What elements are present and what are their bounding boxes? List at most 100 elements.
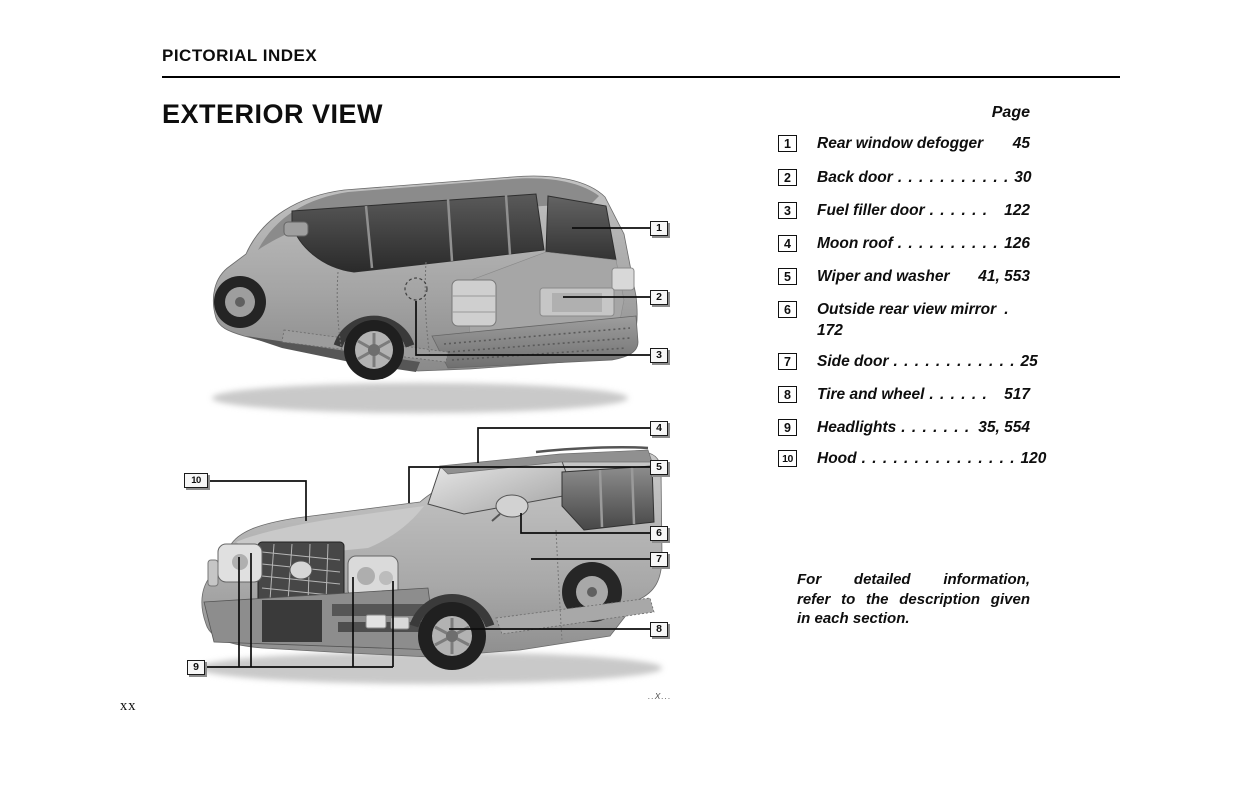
front-view-illustration xyxy=(198,427,663,684)
index-row-4: 4 Moon roof. . . . . . . . . . 126 xyxy=(778,235,1030,253)
window-pillars xyxy=(598,466,636,528)
index-page-number: 517 xyxy=(1004,386,1030,403)
note-line: in each section. xyxy=(797,610,910,627)
index-item-name: Rear window defogger xyxy=(817,135,984,152)
callout-4: 4 xyxy=(650,421,668,436)
index-number-badge: 4 xyxy=(778,235,797,252)
index-page-number: 41, 553 xyxy=(978,268,1030,285)
window-pillars xyxy=(364,194,512,269)
index-item-name: Wiper and washer xyxy=(817,268,950,285)
leader-4 xyxy=(477,427,650,463)
dot-leader: . xyxy=(1004,301,1009,318)
callout-5: 5 xyxy=(650,460,668,475)
index-page-number: 30 xyxy=(1014,169,1032,186)
leader-10 xyxy=(208,480,307,521)
index-row-3: 3 Fuel filler door. . . . . . 122 xyxy=(778,202,1030,220)
index-row-5: 5 Wiper and washer 41, 553 xyxy=(778,268,1030,286)
outside-mirror xyxy=(495,494,529,518)
index-page-number: 126 xyxy=(1004,235,1030,252)
index-item-name: Fuel filler door xyxy=(817,202,925,219)
index-row-1: 1 Rear window defogger 45 xyxy=(778,135,1030,153)
callout-3: 3 xyxy=(650,348,668,363)
index-row-8: 8 Tire and wheel. . . . . . 517 xyxy=(778,386,1030,404)
leader-3 xyxy=(415,301,650,356)
callout-1: 1 xyxy=(650,221,668,236)
note-line: refer to the description given xyxy=(797,590,1030,608)
dot-leader: . . . . . . . . . . xyxy=(897,235,999,252)
dot-leader: . . . . . . . . . . . xyxy=(897,169,1010,186)
index-item-name: Back door xyxy=(817,169,893,186)
index-item-name: Moon roof xyxy=(817,235,893,252)
side-windows xyxy=(561,465,655,531)
index-row-9: 9 Headlights. . . . . . . 35, 554 xyxy=(778,419,1030,437)
leader-lines-rear xyxy=(415,227,650,356)
index-number-badge: 10 xyxy=(778,450,797,467)
index-row-2: 2 Back door. . . . . . . . . . .30 xyxy=(778,169,1032,187)
index-row-7: 7 Side door. . . . . . . . . . . .25 xyxy=(778,353,1038,371)
leader-5 xyxy=(408,466,650,503)
index-number-badge: 7 xyxy=(778,353,797,370)
rear-wheel xyxy=(333,315,415,380)
note-line: For detailed information, xyxy=(797,571,1030,588)
dot-leader: . . . . . . xyxy=(929,386,988,403)
ground-shadow xyxy=(212,383,628,413)
ground-shadow xyxy=(198,652,662,684)
front-fascia xyxy=(207,541,399,603)
index-page-number: 120 xyxy=(1020,450,1047,467)
fog-lamp xyxy=(365,614,387,629)
index-number-badge: 3 xyxy=(778,202,797,219)
callout-6: 6 xyxy=(650,526,668,541)
index-number-badge: 1 xyxy=(778,135,797,152)
leader-lines-front xyxy=(205,427,650,668)
figure-code: ..X... xyxy=(648,691,672,701)
index-page-number: 35, 554 xyxy=(978,419,1030,436)
page-title: EXTERIOR VIEW xyxy=(162,99,384,129)
index-number-badge: 6 xyxy=(778,301,797,318)
callout-2: 2 xyxy=(650,290,668,305)
section-kicker: PICTORIAL INDEX xyxy=(162,46,318,65)
dot-leader: . . . . . . . xyxy=(901,419,971,436)
header-rule xyxy=(162,76,1120,78)
tail-light xyxy=(451,279,497,327)
side-mirror xyxy=(283,221,309,237)
front-wheel xyxy=(214,276,266,328)
index-row-6: 6 Outside rear view mirror. 172 xyxy=(778,301,1030,340)
emblem xyxy=(289,560,313,580)
index-page-number: 25 xyxy=(1020,353,1038,370)
dot-leader: . . . . . . xyxy=(929,202,989,219)
roof-rail xyxy=(535,445,649,454)
index-page-number: 45 xyxy=(1012,135,1030,152)
callout-8: 8 xyxy=(650,622,668,637)
footer-page-number: xx xyxy=(120,698,137,714)
index-item-name: Hood xyxy=(817,450,857,467)
dot-leader: . . . . . . . . . . . . xyxy=(893,353,1016,370)
index-number-badge: 8 xyxy=(778,386,797,403)
index-page-number: 122 xyxy=(1004,202,1030,219)
license-plate xyxy=(552,293,602,312)
plate-recess xyxy=(262,600,322,642)
fog-lamp-2 xyxy=(390,616,410,630)
front-wheel xyxy=(409,593,495,670)
index-number-badge: 2 xyxy=(778,169,797,186)
index-row-10: 10 Hood. . . . . . . . . . . . . . .120 xyxy=(778,450,1046,468)
callout-7: 7 xyxy=(650,552,668,567)
corner-lamp xyxy=(207,559,219,587)
index-item-name: Side door xyxy=(817,353,889,370)
tail-light-right xyxy=(611,267,635,291)
bumper-texture xyxy=(443,327,631,361)
page-column-label: Page xyxy=(991,104,1030,121)
index-page-number: 172 xyxy=(817,322,843,339)
index-number-badge: 5 xyxy=(778,268,797,285)
dot-leader: . . . . . . . . . . . . . . . xyxy=(861,450,1016,467)
rear-view-illustration xyxy=(212,175,650,413)
leader-6 xyxy=(520,513,650,534)
callout-9: 9 xyxy=(187,660,205,675)
index-item-name: Outside rear view mirror xyxy=(817,301,997,318)
detail-note: For detailed information, refer to the d… xyxy=(797,570,1030,629)
door-seam xyxy=(555,529,563,641)
index-item-name: Headlights xyxy=(817,419,897,436)
index-item-name: Tire and wheel xyxy=(817,386,925,403)
callout-10: 10 xyxy=(184,473,208,488)
index-number-badge: 9 xyxy=(778,419,797,436)
